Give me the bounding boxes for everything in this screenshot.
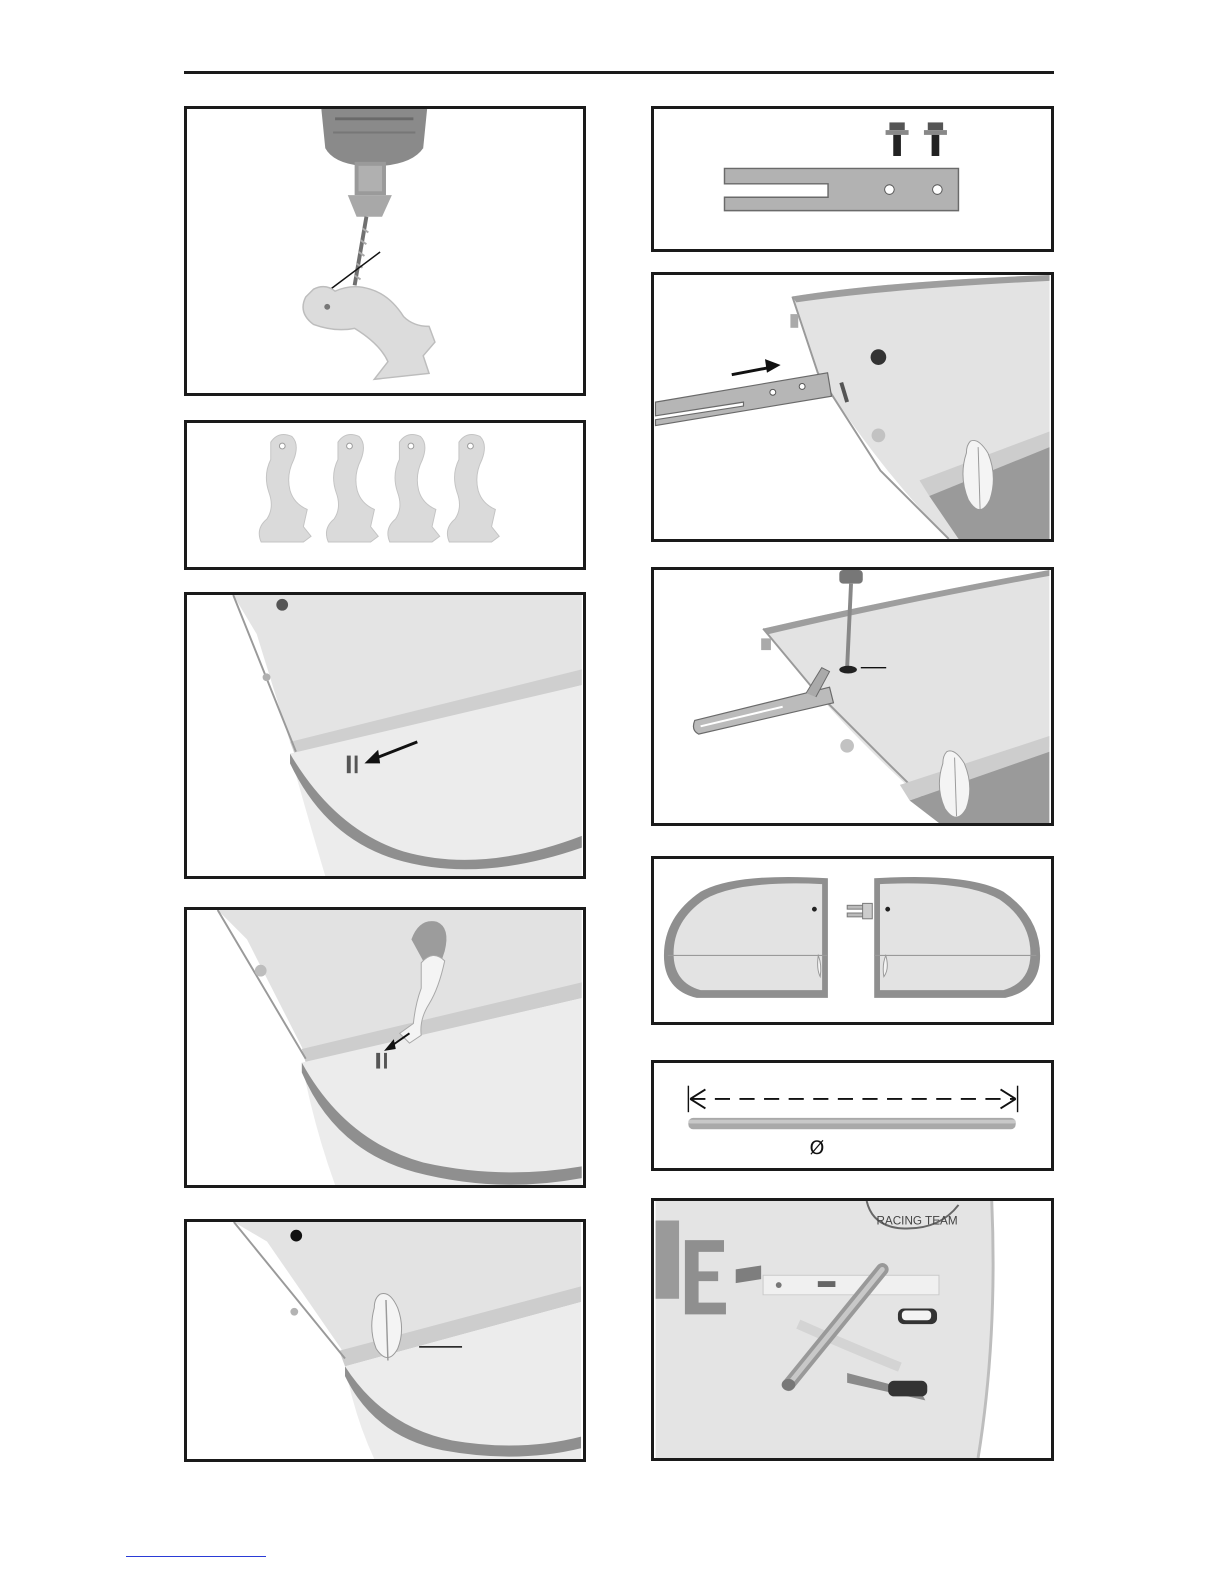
mounting-hole xyxy=(276,599,288,611)
figure-insert-hinge-template xyxy=(184,907,586,1188)
figure-hinge-installed xyxy=(184,1219,586,1462)
figure-tube-dimension: Ø xyxy=(651,1060,1054,1171)
stab-half-left xyxy=(664,877,828,998)
dimension-line xyxy=(688,1086,1017,1112)
figure-screw-joiner xyxy=(651,567,1054,826)
hinge-template-piece xyxy=(303,287,435,380)
hinge-template-piece xyxy=(447,435,499,543)
mounting-hole xyxy=(871,349,887,365)
figure-drill-hinge-template xyxy=(184,106,586,396)
hinge-template-piece xyxy=(388,435,440,543)
metal-joiner xyxy=(655,373,831,426)
figure-four-hinge-templates xyxy=(184,420,586,570)
arrow-icon xyxy=(732,359,781,375)
bolt-icon xyxy=(886,122,909,156)
figure-stab-halves xyxy=(651,856,1054,1025)
hinge-slot xyxy=(355,756,358,774)
hinge-slot xyxy=(347,756,351,774)
drill-icon xyxy=(321,109,427,285)
mounting-hole xyxy=(839,666,857,674)
diameter-symbol: Ø xyxy=(809,1137,824,1159)
figure-insert-joiner-arrow xyxy=(651,272,1054,542)
mounting-hole xyxy=(290,1230,302,1242)
footer-link-underline[interactable] xyxy=(126,1556,266,1557)
hinge-slot xyxy=(376,1053,380,1069)
bolt-icon xyxy=(924,122,947,156)
hinge-slot xyxy=(384,1053,387,1069)
metal-joiner xyxy=(724,168,958,210)
header-rule xyxy=(184,71,1054,74)
stab-half-right xyxy=(874,877,1040,998)
fuselage-side xyxy=(656,1201,994,1458)
hinge-template-piece xyxy=(326,435,378,543)
metal-joiner xyxy=(847,903,872,918)
figure-rudder-slot-arrow xyxy=(184,592,586,879)
figure-fuselage-tube: RACING TEAM xyxy=(651,1198,1054,1461)
hinge-template-piece xyxy=(259,435,311,543)
aluminum-tube xyxy=(688,1118,1015,1129)
svg-text:RACING TEAM: RACING TEAM xyxy=(876,1214,957,1227)
figure-metal-joiner-bolts xyxy=(651,106,1054,252)
